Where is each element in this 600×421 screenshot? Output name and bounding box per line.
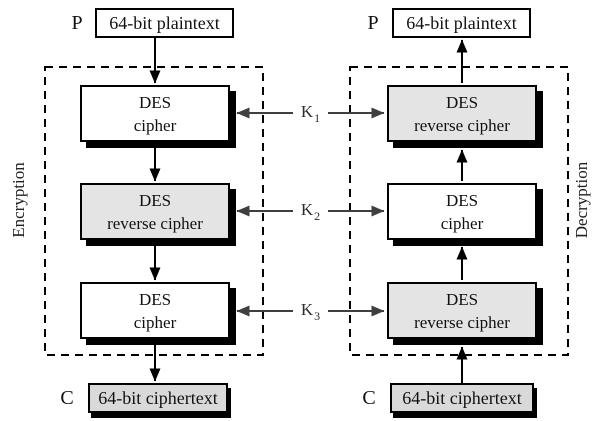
plaintext-box-encryption: 64-bit plaintext bbox=[95, 8, 234, 38]
plaintext-label-p-decryption: P bbox=[367, 12, 379, 34]
stage-line1: DES bbox=[445, 92, 479, 112]
ciphertext-label-c-encryption: C bbox=[60, 387, 74, 409]
ciphertext-box-decryption: 64-bit ciphertext bbox=[390, 383, 534, 413]
stage-line1: DES bbox=[445, 190, 479, 210]
des-cipher-box-encryption-2: DES cipher bbox=[80, 282, 230, 339]
key-subscript: 1 bbox=[314, 111, 321, 125]
key-label-k3: K3 bbox=[300, 300, 321, 323]
des-cipher-box-decryption: DES cipher bbox=[387, 183, 537, 240]
key-base: K bbox=[300, 200, 314, 219]
des-reverse-cipher-box-encryption: DES reverse cipher bbox=[80, 183, 230, 240]
plaintext-box-decryption: 64-bit plaintext bbox=[392, 8, 531, 38]
stage-line2: cipher bbox=[133, 115, 177, 135]
stage-line2: cipher bbox=[440, 213, 484, 233]
ciphertext-box-encryption: 64-bit ciphertext bbox=[88, 383, 228, 413]
stage-line1: DES bbox=[138, 190, 172, 210]
stage-line2: cipher bbox=[133, 312, 177, 332]
stage-line1: DES bbox=[138, 289, 172, 309]
plaintext-label-p-encryption: P bbox=[71, 12, 83, 34]
ciphertext-label-c-decryption: C bbox=[362, 387, 376, 409]
decryption-section-label: Decryption bbox=[572, 161, 591, 239]
stage-line1: DES bbox=[445, 289, 479, 309]
encryption-dashed-border bbox=[44, 66, 264, 356]
des-reverse-cipher-box-decryption-1: DES reverse cipher bbox=[387, 85, 537, 142]
stage-line2: reverse cipher bbox=[107, 213, 203, 233]
key-base: K bbox=[300, 300, 314, 319]
stage-line1: DES bbox=[138, 92, 172, 112]
encryption-section-label: Encryption bbox=[9, 162, 28, 238]
des-reverse-cipher-box-decryption-2: DES reverse cipher bbox=[387, 282, 537, 339]
key-subscript: 2 bbox=[314, 209, 321, 223]
key-base: K bbox=[300, 102, 314, 121]
stage-line2: reverse cipher bbox=[414, 312, 510, 332]
key-label-k2: K2 bbox=[300, 200, 321, 223]
des-cipher-box-encryption-1: DES cipher bbox=[80, 85, 230, 142]
key-subscript: 3 bbox=[314, 309, 321, 323]
stage-line2: reverse cipher bbox=[414, 115, 510, 135]
key-label-k1: K1 bbox=[300, 102, 321, 125]
